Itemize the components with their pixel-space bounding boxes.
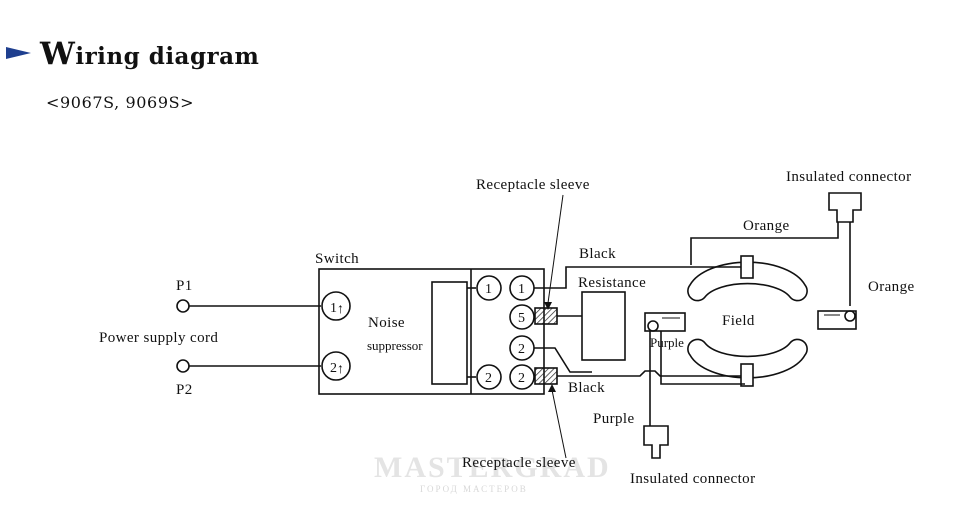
label-insulated-connector-bottom: Insulated connector <box>630 471 755 487</box>
p1-terminal <box>176 299 190 313</box>
label-suppressor: suppressor <box>367 338 423 353</box>
label-black-top: Black <box>579 246 616 262</box>
purple-connector-eye <box>647 320 659 332</box>
wire-resistance-link <box>534 347 592 373</box>
title-rest: iring diagram <box>75 43 260 70</box>
receptacle-sleeve-bottom <box>534 367 558 385</box>
terminal-5-number: 5 <box>518 311 525 326</box>
terminal-lower-right-number: 2 <box>518 371 525 386</box>
leader-sleeve-bottom-arrow <box>548 384 556 392</box>
terminal-upper-left-number: 1 <box>485 282 492 297</box>
terminal-upper-right-number: 1 <box>518 282 525 297</box>
wire-purple-to-field <box>660 331 745 385</box>
wire-orange-top <box>690 222 839 265</box>
terminal-lower-left-number: 2 <box>485 371 492 386</box>
label-receptacle-sleeve-bottom: Receptacle sleeve <box>462 455 576 471</box>
receptacle-sleeve-top <box>534 307 558 325</box>
label-purple-small: Purple <box>650 335 684 350</box>
label-p2: P2 <box>176 382 193 398</box>
leader-sleeve-bottom <box>551 389 567 459</box>
switch-terminal-1 <box>321 291 351 321</box>
terminal-upper-left <box>476 275 502 301</box>
wire-black-to-field-top <box>534 266 745 289</box>
page-title: Wiring diagram <box>40 36 259 72</box>
field-terminal-bottom <box>740 363 754 387</box>
label-black-bottom: Black <box>568 380 605 396</box>
label-insulated-connector-top: Insulated connector <box>786 169 911 185</box>
label-noise: Noise <box>368 315 405 331</box>
insulated-connector-bottom <box>643 425 669 459</box>
watermark-sub: ГОРОД МАСТЕРОВ <box>420 484 528 494</box>
terminal-2-mid-number: 2 <box>518 342 525 357</box>
field-terminal-top <box>740 255 754 279</box>
label-receptacle-sleeve-top: Receptacle sleeve <box>476 177 590 193</box>
model-list: <9067S, 9069S> <box>46 93 195 112</box>
switch-terminal-1-arrow: ↑ <box>337 302 344 317</box>
switch-terminal-1-number: 1 <box>330 301 337 316</box>
switch-terminal-2 <box>321 351 351 381</box>
watermark-main: MASTERGRAD <box>374 451 611 484</box>
label-purple-bottom: Purple <box>593 411 635 427</box>
title-initial: W <box>40 36 76 72</box>
resistance <box>581 291 626 361</box>
switch-terminal-2-arrow: ↑ <box>337 362 344 377</box>
noise-suppressor <box>431 281 468 385</box>
label-orange-right: Orange <box>868 279 915 295</box>
label-switch: Switch <box>315 251 359 267</box>
label-orange-top: Orange <box>743 218 790 234</box>
terminal-lower-left <box>476 364 502 390</box>
label-field: Field <box>722 313 755 329</box>
leader-sleeve-top-arrow <box>544 302 552 310</box>
header-arrow-icon <box>6 47 31 59</box>
leader-sleeve-top <box>547 194 564 304</box>
label-p1: P1 <box>176 278 193 294</box>
watermark: MASTERGRAD ГОРОД МАСТЕРОВ <box>374 451 611 494</box>
orange-connector-right <box>817 310 857 330</box>
terminal-5 <box>509 304 535 330</box>
label-resistance: Resistance <box>578 275 646 291</box>
purple-connector <box>644 312 686 332</box>
switch-box <box>318 268 545 395</box>
terminal-lower-right <box>509 364 535 390</box>
switch-terminal-2-number: 2 <box>330 361 337 376</box>
label-power-supply-cord: Power supply cord <box>99 330 218 346</box>
orange-connector-right-eye <box>844 310 856 322</box>
p2-terminal <box>176 359 190 373</box>
insulated-connector-top <box>828 192 862 223</box>
